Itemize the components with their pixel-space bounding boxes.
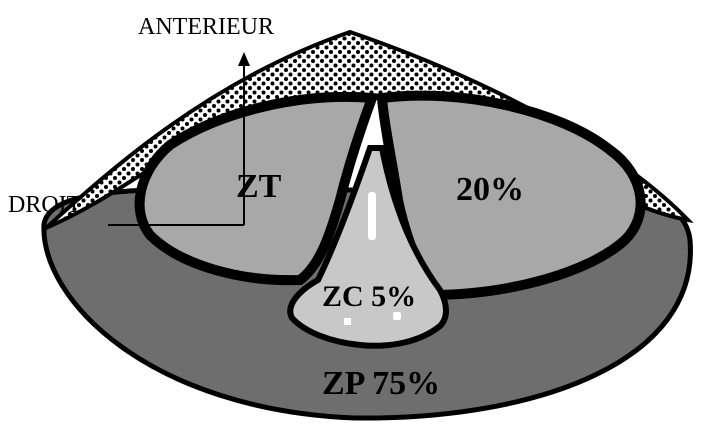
- anterior-arrowhead: [238, 52, 250, 66]
- central-zone-label: ZC 5%: [322, 280, 416, 313]
- anterior-label: ANTERIEUR: [138, 14, 274, 40]
- ejaculatory-duct-speck-right: [393, 312, 401, 320]
- peripheral-zone-label: ZP 75%: [322, 365, 440, 402]
- urethra: [368, 192, 376, 240]
- transition-zone-percent: 20%: [456, 171, 524, 208]
- ejaculatory-duct-speck-left: [344, 318, 351, 325]
- transition-zone-label: ZT: [236, 168, 282, 205]
- right-label: DROIT: [8, 192, 82, 218]
